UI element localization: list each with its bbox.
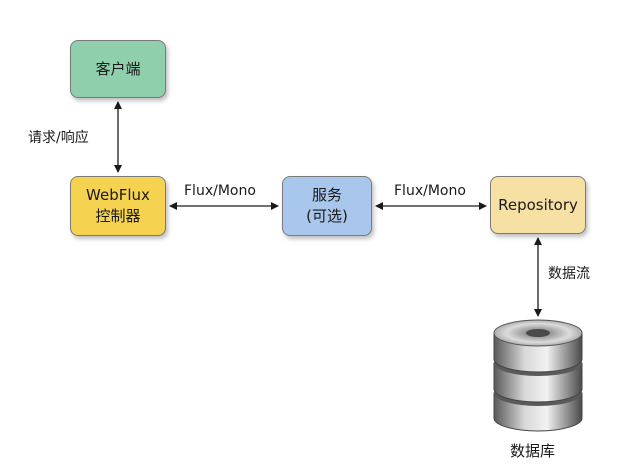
edge-label-controller-service: Flux/Mono [184, 183, 256, 199]
repository-node: Repository [490, 176, 586, 234]
service-node: 服务 (可选) [282, 176, 372, 236]
edge-label-data-stream: 数据流 [548, 266, 590, 282]
database-label: 数据库 [510, 442, 556, 460]
webflux-controller-node: WebFlux 控制器 [70, 176, 166, 236]
repository-label: Repository [498, 195, 578, 214]
edge-label-service-repository: Flux/Mono [394, 183, 466, 199]
service-label-line2: (可选) [306, 207, 348, 225]
edge-label-request-response: 请求/响应 [28, 130, 89, 146]
client-label: 客户端 [95, 59, 141, 78]
service-label-line1: 服务 [311, 186, 342, 204]
controller-label-line2: 控制器 [95, 207, 141, 225]
controller-label-line1: WebFlux [86, 186, 150, 204]
client-node: 客户端 [70, 40, 166, 98]
database-cylinder-icon [493, 319, 583, 432]
